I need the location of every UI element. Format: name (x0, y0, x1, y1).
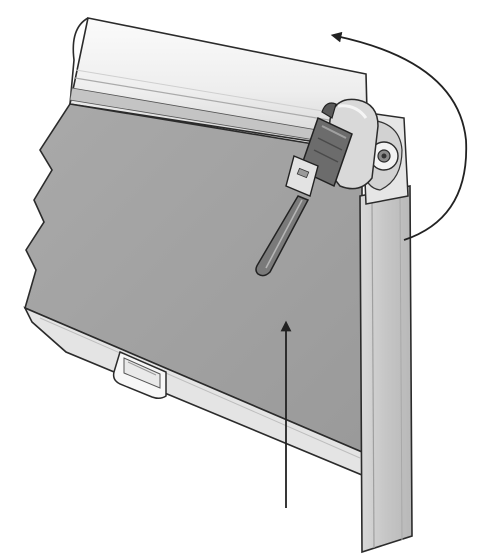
side-channel (359, 185, 413, 554)
bottom-bar (23, 306, 363, 477)
pull-handle (112, 350, 167, 400)
curved-arrow-icon (330, 31, 468, 241)
crank-mechanism (255, 98, 379, 277)
headrail (69, 17, 369, 151)
